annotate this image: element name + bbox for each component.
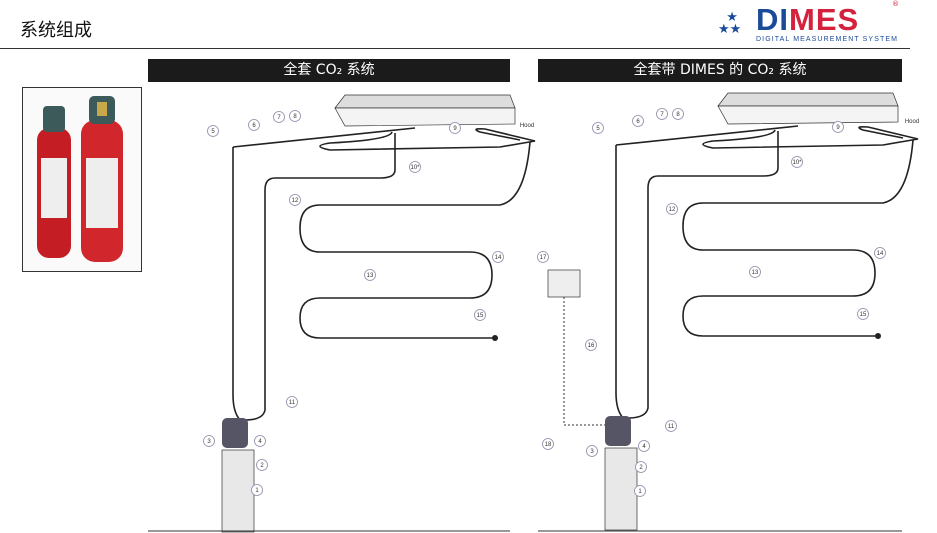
callout-circle [632,115,644,127]
page-title: 系统组成 [20,20,92,41]
callout-circle [251,484,263,496]
callout-number: 5 [596,126,600,132]
callout-number: 9 [453,126,457,132]
callout-circle [791,156,803,168]
callout-circle [364,269,376,281]
dimes-device [547,269,581,298]
callout-number: 13 [752,270,759,276]
callout-circle [874,247,886,259]
callout-number: 4 [642,444,646,450]
callout-number: 3 [590,449,594,455]
callout-number: 2 [639,465,643,471]
callout-circle [474,309,486,321]
callout-circle [542,438,554,450]
callout-number: 5 [211,129,215,135]
dimes-logo: DIMES [756,2,860,37]
callout-number: 18 [545,442,552,448]
registered-mark: ® [892,0,899,8]
callout-circle [749,266,761,278]
co2-cylinders-photo [22,87,142,272]
callout-number: 1 [255,488,259,494]
callout-circle [672,108,684,120]
callout-number: 12 [669,207,676,213]
callout-circle [492,251,504,263]
callout-number: 11 [289,400,296,406]
callout-number: 2 [260,463,264,469]
callout-circle [289,110,301,122]
callout-number: 6 [252,123,256,129]
callout-circle [585,339,597,351]
callout-number: 15 [477,313,484,319]
callout-number: 1 [638,489,642,495]
callout-number: 4 [258,439,262,445]
callout-number: 14 [495,255,502,261]
stars-icon: ★★★ [718,10,742,37]
cylinder-icon [37,96,123,262]
callout-number: 16 [588,343,595,349]
right-panel-header: 全套带 DIMES 的 CO₂ 系统 [538,59,902,82]
callout-number: 11 [668,424,675,430]
callout-circle [254,435,266,447]
callout-number: 15 [860,312,867,318]
callout-circle [638,440,650,452]
callout-number: 6 [636,119,640,125]
callout-circle [256,459,268,471]
callout-number: 7 [660,112,664,118]
callout-circle [207,125,219,137]
hood-label: Hood [520,123,534,129]
left-panel-header: 全套 CO₂ 系统 [148,59,510,82]
header-divider [0,48,910,49]
callout-circle [203,435,215,447]
callout-number: 8 [676,112,680,118]
callout-circle [857,308,869,320]
hood-label: Hood [905,119,919,125]
callout-circle [286,396,298,408]
callout-circle [273,111,285,123]
callout-circle [665,420,677,432]
callout-circle [449,122,461,134]
logo-tagline: DIGITAL MEASUREMENT SYSTEM [756,36,899,43]
callout-number: 10* [792,160,802,166]
callout-number: 14 [877,251,884,257]
callout-circle [634,485,646,497]
callout-number: 9 [836,125,840,131]
callout-circle [537,251,549,263]
callout-circle [656,108,668,120]
callout-number: 7 [277,115,281,121]
callout-circle [289,194,301,206]
dimes-cable [563,297,605,426]
callout-circle [666,203,678,215]
callout-circle [635,461,647,473]
callout-number: 12 [292,198,299,204]
right-diagram [604,92,919,531]
callout-circle [586,445,598,457]
callout-circle [248,119,260,131]
callout-number: 8 [293,114,297,120]
left-diagram [221,94,536,533]
callout-circle [409,161,421,173]
callout-number: 17 [540,255,547,261]
callout-number: 10* [410,165,420,171]
callout-number: 13 [367,273,374,279]
callout-circle [592,122,604,134]
callout-circle [832,121,844,133]
callout-number: 3 [207,439,211,445]
